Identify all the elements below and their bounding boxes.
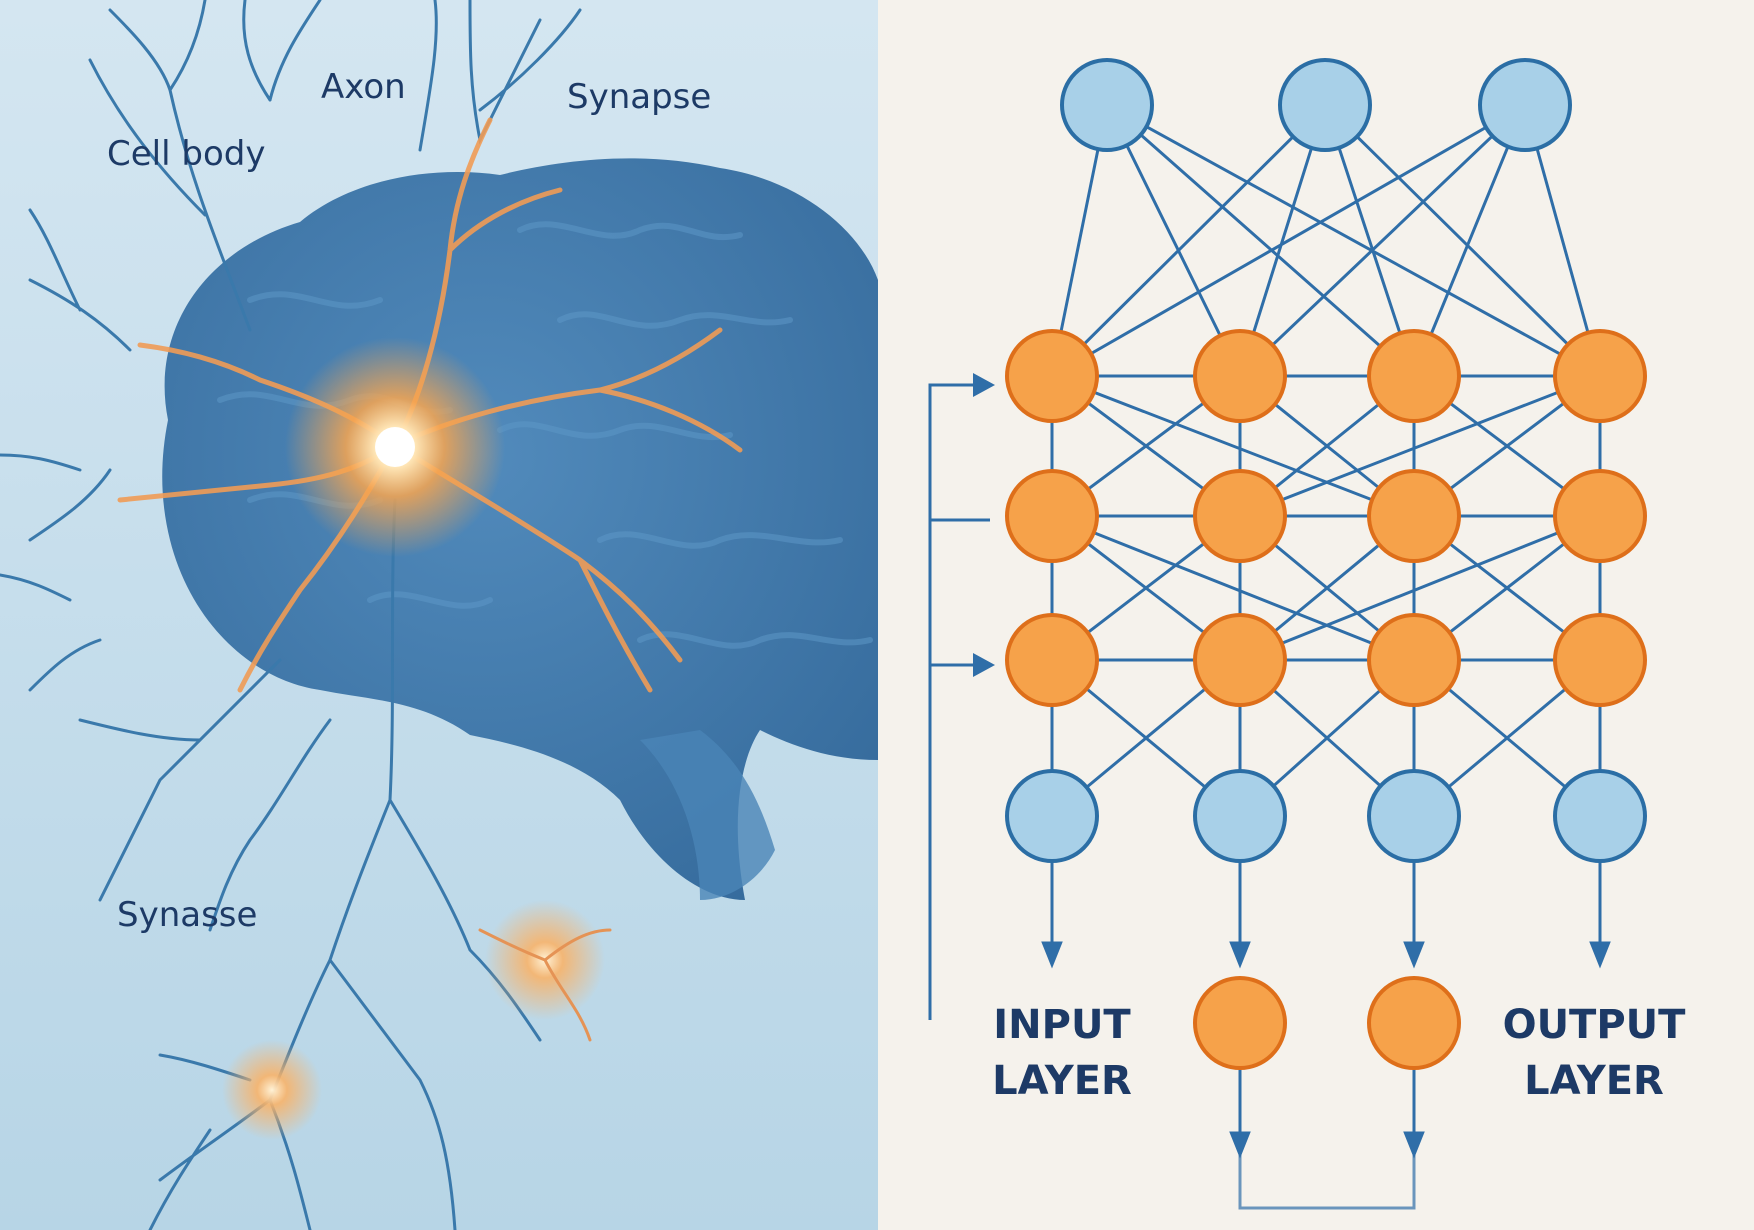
hidden-node-r3-c1 (1005, 613, 1099, 707)
top-node-1 (1060, 58, 1154, 152)
feedback-line (928, 383, 990, 1020)
edge-long-4 (1238, 514, 1602, 662)
edge-top-0-1 (1105, 103, 1242, 378)
edge-top-2-1 (1238, 103, 1527, 378)
input-layer-label-line2: LAYER (992, 1058, 1132, 1104)
top-node-2 (1278, 58, 1372, 152)
hidden-node-r3-c3 (1367, 613, 1461, 707)
network-panel: INPUT LAYER OUTPUT LAYER (878, 0, 1754, 1230)
label-cell-body: Cell body (107, 134, 265, 174)
edge-top-1-0 (1050, 103, 1327, 378)
bottom-orange-node-1 (1193, 976, 1287, 1070)
brainstem (640, 730, 775, 900)
bottom-orange-node-2 (1367, 976, 1461, 1070)
feedback-arrowhead-lower (973, 653, 995, 677)
label-synasse: Synasse (117, 895, 257, 935)
top-node-3 (1478, 58, 1572, 152)
output-node-1 (1005, 769, 1099, 863)
edge-top-0-2 (1105, 103, 1416, 378)
hidden-node-r2-c4 (1553, 469, 1647, 563)
output-node-4 (1553, 769, 1647, 863)
output-node-2 (1193, 769, 1287, 863)
cell-body-core (375, 427, 415, 467)
hidden-node-r1-c1 (1005, 329, 1099, 423)
hidden-node-r2-c1 (1005, 469, 1099, 563)
bottom-connector (1238, 1155, 1416, 1210)
output-arrows (1041, 858, 1611, 1210)
hidden-node-r1-c2 (1193, 329, 1287, 423)
edge-top-1-3 (1323, 103, 1602, 378)
input-layer-label-line1: INPUT (993, 1002, 1131, 1048)
hidden-node-r3-c2 (1193, 613, 1287, 707)
output-node-3 (1367, 769, 1461, 863)
edge-top-1-2 (1323, 103, 1416, 378)
neuron-panel: Cell body Axon Synapse Synasse (0, 0, 878, 1230)
edge-top-1-1 (1238, 103, 1327, 378)
hidden-node-r2-c3 (1367, 469, 1461, 563)
hidden-node-r1-c3 (1367, 329, 1461, 423)
hidden-node-r1-c4 (1553, 329, 1647, 423)
synapse-glow-branches (478, 928, 612, 1042)
synapse-glow-2 (222, 1040, 322, 1140)
edge-long-3 (1050, 514, 1416, 662)
label-synapse: Synapse (567, 77, 711, 117)
feedback-arrowhead-top (973, 373, 995, 397)
edge-top-2-0 (1050, 103, 1527, 378)
edge-long-2 (1238, 374, 1602, 518)
output-layer-label-line1: OUTPUT (1503, 1002, 1687, 1048)
edge-long-1 (1050, 374, 1416, 518)
output-layer-label-line2: LAYER (1524, 1058, 1664, 1104)
neuron-dendrites (0, 0, 743, 1230)
hidden-node-r2-c2 (1193, 469, 1287, 563)
label-axon: Axon (321, 67, 406, 107)
edge-top-0-3 (1105, 103, 1602, 378)
network-nodes (1005, 58, 1647, 1070)
hidden-node-r3-c4 (1553, 613, 1647, 707)
edge-top-2-2 (1412, 103, 1527, 378)
